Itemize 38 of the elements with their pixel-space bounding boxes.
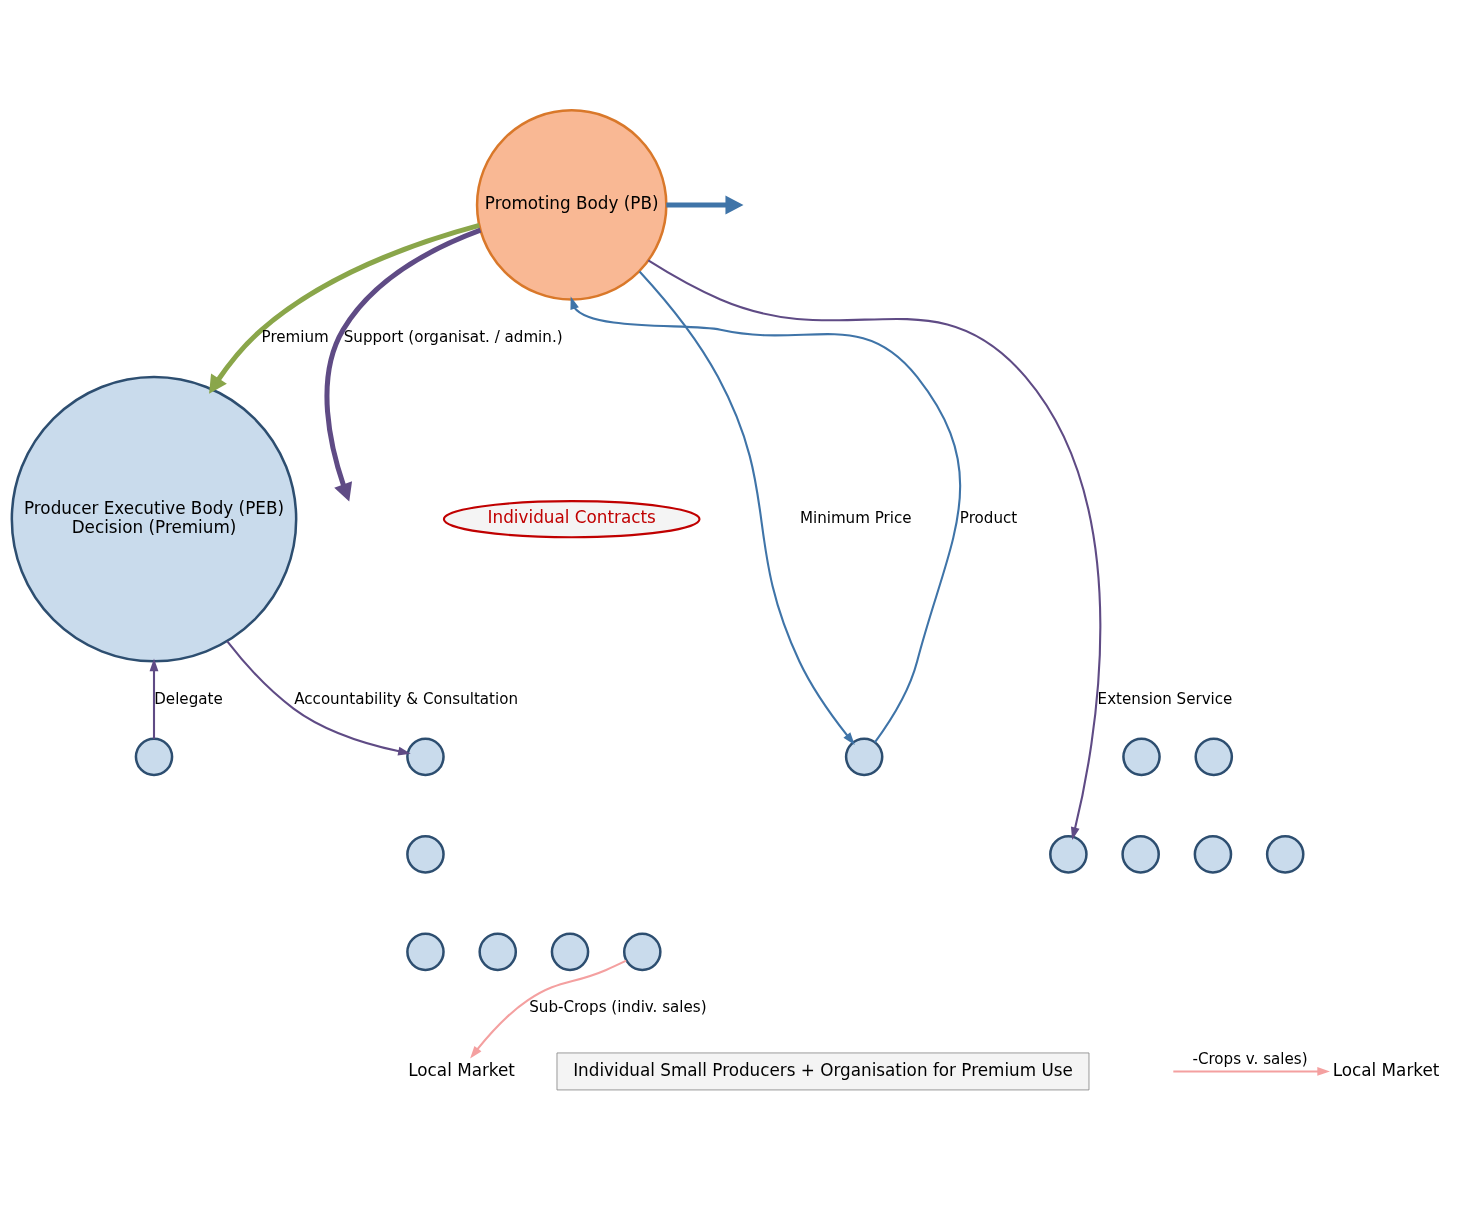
node-box: Individual Small Producers + Organisation for Premium Use [556,1052,1090,1091]
node-circle [550,932,590,972]
edge-label: Extension Service [1097,689,1233,708]
arrow [209,223,480,394]
node-ellipse: Individual Contracts [442,500,701,539]
node-circle [406,835,445,874]
arrow [324,227,482,502]
edge-label: Support (organisat. / admin.) [343,327,563,346]
arrow [226,640,411,756]
arrow [149,658,159,739]
node-circle [406,932,445,972]
node-circle [478,932,518,972]
arrow [666,195,744,215]
node-circle: Promoting Body (PB) [475,109,668,301]
edge-label: Sub-Crops (indiv. sales) [529,998,707,1017]
arrow [638,270,855,745]
node-circle [406,737,445,777]
edge-label: Delegate [154,689,223,708]
edge-label: Minimum Price [799,508,912,527]
node-circle [1122,737,1161,777]
edge-label: -Crops v. sales) [1192,1050,1308,1069]
node-circle [1194,737,1234,777]
node-circle [844,737,884,777]
node-circle [1049,835,1088,874]
edge-label: Premium [261,327,329,346]
arrow [647,259,1102,840]
node-text: Local Market [1332,1059,1440,1080]
node-circle [1121,835,1160,874]
node-circle [134,737,174,777]
node-circle [1265,835,1305,874]
arrow [570,296,962,743]
node-text: Local Market [408,1059,515,1080]
arrow [1173,1067,1330,1076]
node-circle [1193,835,1233,874]
edge-label: Accountability & Consultation [294,689,519,708]
arrow [470,959,627,1059]
edge-label: Product [959,508,1018,527]
node-circle [622,932,662,972]
